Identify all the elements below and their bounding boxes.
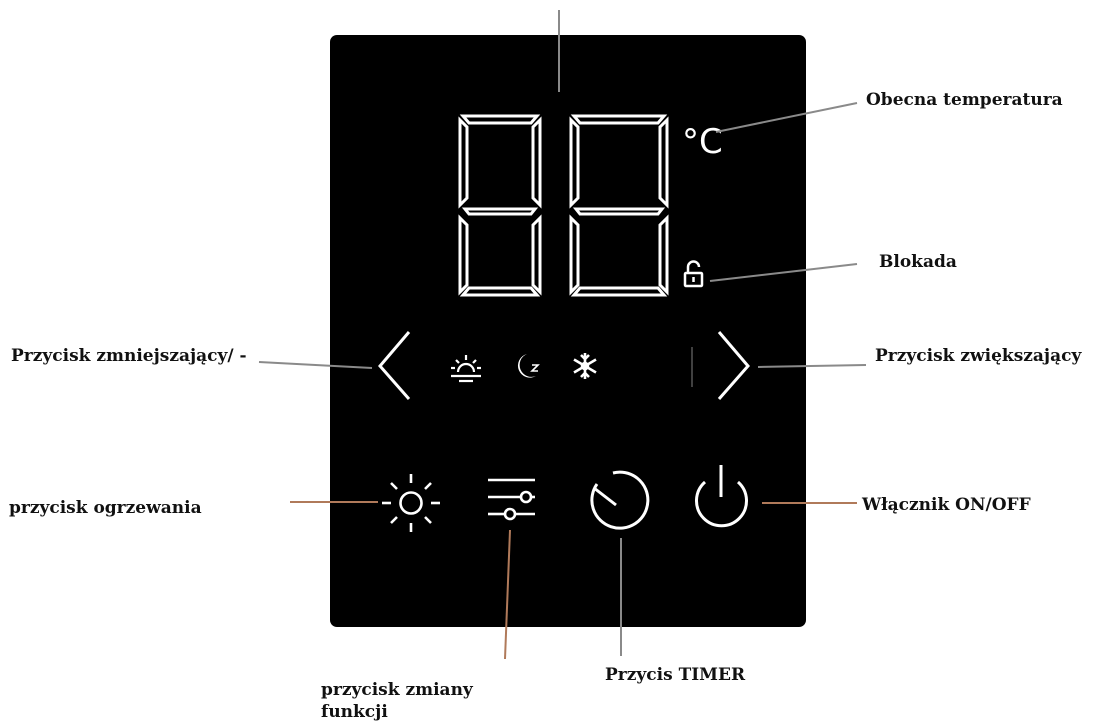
power-button[interactable] xyxy=(686,460,758,534)
chevron-left-icon xyxy=(378,331,411,400)
label-heating: przycisk ogrzewania xyxy=(9,498,202,518)
leader-line-temperature xyxy=(715,102,858,133)
label-function-change-line-2: funkcji xyxy=(321,702,388,722)
heating-button[interactable] xyxy=(375,470,447,534)
display-digit-1 xyxy=(458,114,542,297)
label-function-change-line-1: przycisk zmiany xyxy=(321,680,473,700)
label-timer: Przycis TIMER xyxy=(605,665,746,685)
label-function-change: przycisk zmiany funkcji xyxy=(321,679,473,723)
timer-button[interactable] xyxy=(585,468,653,534)
sun-icon xyxy=(382,474,440,532)
lock-icon xyxy=(683,260,704,288)
celsius-unit: °C xyxy=(682,122,723,162)
chevron-right-icon xyxy=(717,331,750,400)
display-digit-2 xyxy=(569,114,669,297)
moon-sleep-icon xyxy=(517,354,540,378)
leader-line-increase xyxy=(757,364,867,368)
increase-button[interactable] xyxy=(710,330,756,400)
sliders-icon xyxy=(488,478,535,521)
thermostat-panel xyxy=(330,35,806,627)
snowflake-icon xyxy=(573,353,597,379)
power-icon xyxy=(695,465,748,528)
temperature-display xyxy=(458,114,669,297)
function-change-button[interactable] xyxy=(480,470,542,530)
label-current-temperature: Obecna temperatura xyxy=(866,90,1063,110)
leader-line-function xyxy=(504,529,511,660)
label-increase: Przycisk zwiększający xyxy=(875,346,1082,366)
label-decrease: Przycisk zmniejszający/ - xyxy=(11,346,247,366)
leader-line-lock xyxy=(709,263,858,282)
decrease-button[interactable] xyxy=(372,330,418,400)
sunrise-icon xyxy=(451,355,481,383)
label-power: Włącznik ON/OFF xyxy=(862,495,1031,515)
label-lock: Blokada xyxy=(879,252,957,272)
leader-line-decrease xyxy=(258,361,373,369)
timer-icon xyxy=(590,470,650,530)
